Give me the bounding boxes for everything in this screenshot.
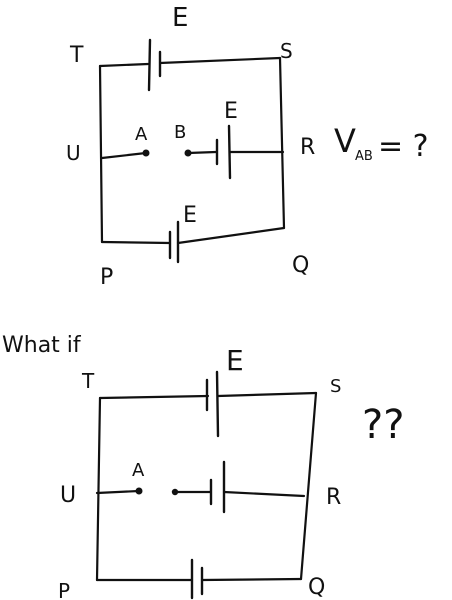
circuit2-label-a: A [132, 460, 145, 481]
circuit2-label-p: P [58, 579, 70, 600]
circuit-1: T S E U A B E R E P Q V AB = ? [66, 3, 429, 290]
circuit2-top-wire-right [216, 391, 318, 398]
circuit1-label-b: B [174, 122, 186, 143]
circuit1-terminal-a [142, 149, 150, 157]
circuit1-label-u: U [66, 141, 81, 165]
circuit2-label-e-top: E [226, 344, 244, 377]
circuit1-label-e-bot: E [183, 203, 197, 228]
circuit2-left-wire [95, 396, 102, 582]
circuit1-question-subscript: AB [355, 149, 373, 164]
circuit2-mid-wire-right [222, 490, 306, 498]
circuit1-bottom-wire-left [100, 240, 172, 245]
circuit2-top-cell-long-plate [215, 370, 220, 438]
circuit1-label-p: P [100, 265, 113, 290]
what-if-caption: What if [2, 333, 82, 358]
circuit1-bottom-wire-right [176, 226, 286, 245]
circuit2-label-q: Q [308, 575, 325, 600]
circuit2-label-s: S [330, 376, 341, 397]
circuit1-label-r: R [300, 135, 315, 160]
circuit2-bottom-wire-right [200, 577, 303, 582]
circuit1-mid-wire-b [186, 150, 218, 155]
circuit1-mid-wire-left [100, 151, 148, 160]
circuit1-label-e-mid: E [224, 99, 238, 124]
circuit1-question-equals: = ? [378, 129, 429, 164]
circuit1-label-e-top: E [172, 3, 188, 33]
circuit1-top-cell-long-plate [147, 38, 152, 92]
circuit1-label-s: S [280, 39, 293, 63]
circuit1-label-q: Q [292, 253, 309, 278]
circuit1-label-a: A [135, 124, 148, 145]
circuit1-top-wire-left [98, 62, 150, 68]
circuit2-terminal-a [135, 487, 143, 495]
circuit2-mid-wire-left [95, 489, 141, 495]
circuit1-left-wire [98, 64, 104, 244]
circuit1-top-wire-right [158, 56, 282, 65]
circuit1-question-v: V [334, 122, 356, 160]
circuit2-label-u: U [60, 483, 76, 508]
circuit1-label-t: T [69, 43, 84, 68]
circuit-2: T E S U A R P Q ?? [58, 344, 404, 600]
circuit2-top-wire-left [98, 394, 210, 400]
circuit2-question-marks: ?? [362, 402, 404, 448]
circuit2-label-r: R [326, 485, 341, 510]
circuit1-right-wire [278, 56, 286, 230]
circuit2-right-wire [299, 391, 318, 581]
circuit2-label-t: T [81, 369, 95, 393]
